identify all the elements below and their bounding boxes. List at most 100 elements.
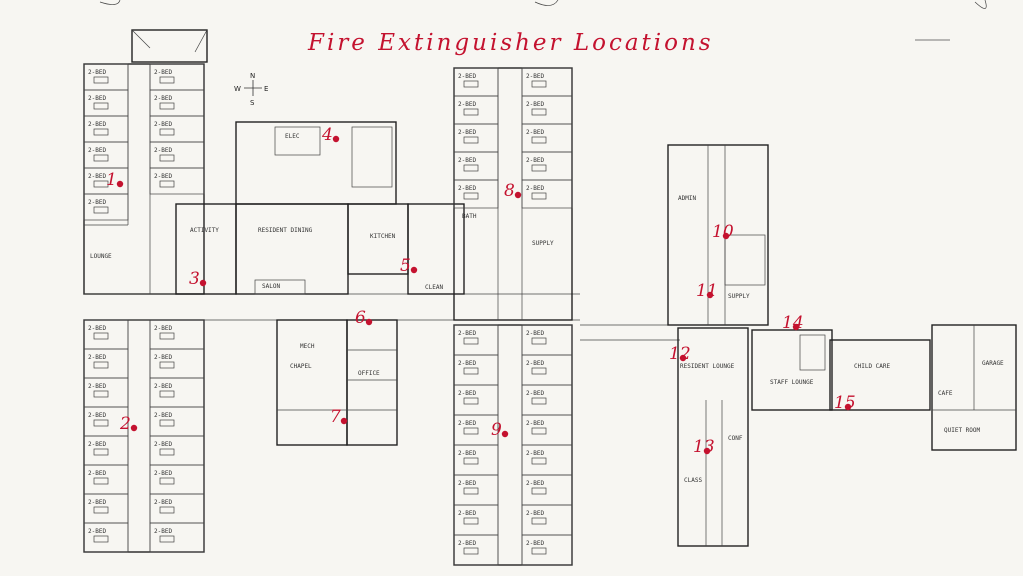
room-bath-box: [159, 332, 175, 340]
room-bath-box: [463, 547, 479, 555]
room-bath-box: [463, 487, 479, 495]
room-label-kitchen: KITCHEN: [370, 233, 396, 240]
room-bath-box: [93, 154, 109, 162]
dorm-room-label: 2-BED: [526, 540, 544, 547]
room-bath-box: [531, 397, 547, 405]
dorm-room-label: 2-BED: [88, 69, 106, 76]
dorm-room-label: 2-BED: [526, 510, 544, 517]
dorm-room: [83, 193, 129, 221]
extinguisher-number: 2: [119, 414, 131, 434]
dorm-room-label: 2-BED: [526, 360, 544, 367]
dorm-room-label: 2-BED: [458, 185, 476, 192]
room-bath-box: [159, 361, 175, 369]
room-bath-box: [93, 506, 109, 514]
room-bath-box: [93, 477, 109, 485]
dorm-room-label: 2-BED: [526, 450, 544, 457]
dorm-room: [149, 141, 205, 169]
room-bath-box: [531, 136, 547, 144]
room-label-activity: ACTIVITY: [190, 227, 219, 234]
room-bath-box: [463, 337, 479, 345]
room-bath-box: [531, 457, 547, 465]
dorm-room-label: 2-BED: [88, 95, 106, 102]
extinguisher-number: 6: [355, 308, 366, 328]
dorm-room-label: 2-BED: [458, 129, 476, 136]
dorm-room-label: 2-BED: [458, 480, 476, 487]
dorm-room-label: 2-BED: [458, 390, 476, 397]
extinguisher-dot: [116, 180, 124, 188]
dorm-room-label: 2-BED: [458, 157, 476, 164]
room-bath-box: [93, 102, 109, 110]
extinguisher-dot: [332, 135, 340, 143]
extinguisher-number: 12: [669, 344, 691, 364]
room-bath-box: [93, 76, 109, 84]
extinguisher-number: 5: [400, 256, 411, 276]
extinguisher-dot: [703, 447, 711, 455]
extinguisher-number: 15: [834, 393, 856, 413]
extinguisher-number: 7: [330, 407, 341, 427]
dorm-room-label: 2-BED: [154, 383, 172, 390]
dorm-room-label: 2-BED: [88, 325, 106, 332]
paper-edge-mark: [534, 0, 559, 6]
dorm-room-label: 2-BED: [154, 528, 172, 535]
room-label-supply-mid: SUPPLY: [532, 240, 554, 247]
dorm-room: [453, 534, 499, 566]
extinguisher-dot: [501, 430, 509, 438]
room-label-resident-lounge: RESIDENT LOUNGE: [680, 363, 735, 370]
extinguisher-dot: [722, 232, 730, 240]
room-bath-box: [463, 192, 479, 200]
extinguisher-number: 1: [106, 170, 117, 190]
left-wing-rooms: 2-BED 2-BED 2-BED 2-BED 2-BED 2-BED 2-BED 2-BED…: [83, 63, 205, 553]
room-bath-box: [159, 419, 175, 427]
room-bath-box: [463, 367, 479, 375]
dorm-room-label: 2-BED: [154, 470, 172, 477]
dorm-room-label: 2-BED: [526, 480, 544, 487]
dorm-room-label: 2-BED: [154, 69, 172, 76]
room-label-supply: SUPPLY: [728, 293, 750, 300]
room-label-resident-dining: RESIDENT DINING: [258, 227, 313, 234]
compass-e: E: [264, 85, 268, 93]
dorm-room-label: 2-BED: [88, 383, 106, 390]
room-bath-box: [531, 192, 547, 200]
paper-edge-mark: [974, 0, 987, 9]
room-bath-box: [159, 180, 175, 188]
room-bath-box: [463, 427, 479, 435]
room-bath-box: [463, 136, 479, 144]
room-bath-box: [531, 487, 547, 495]
room-label-quiet-room: QUIET ROOM: [944, 427, 981, 434]
dorm-room-label: 2-BED: [88, 499, 106, 506]
dorm-room-label: 2-BED: [154, 95, 172, 102]
dorm-room-label: 2-BED: [154, 325, 172, 332]
compass: N S E W: [234, 72, 268, 107]
room-bath-box: [93, 419, 109, 427]
dorm-room-label: 2-BED: [88, 470, 106, 477]
dorm-room-label: 2-BED: [154, 121, 172, 128]
room-label-lounge: LOUNGE: [90, 253, 112, 260]
dorm-room-label: 2-BED: [526, 157, 544, 164]
compass-n: N: [250, 72, 255, 80]
room-bath-box: [159, 128, 175, 136]
dorm-room-label: 2-BED: [88, 354, 106, 361]
dorm-room-label: 2-BED: [88, 441, 106, 448]
dorm-room: [521, 179, 573, 209]
room-bath-box: [531, 108, 547, 116]
dorm-room-label: 2-BED: [526, 420, 544, 427]
dorm-room: [149, 89, 205, 117]
extinguisher-number: 10: [712, 222, 734, 242]
room-bath-box: [463, 164, 479, 172]
page-title: Fire Extinguisher Locations: [308, 30, 714, 56]
dorm-room-label: 2-BED: [154, 441, 172, 448]
extinguisher-number: 11: [696, 281, 718, 301]
room-bath-box: [159, 390, 175, 398]
room-bath-box: [159, 448, 175, 456]
extinguisher-number: 3: [189, 269, 200, 289]
dorm-room-label: 2-BED: [458, 450, 476, 457]
room-label-cafe: CAFE: [938, 390, 953, 397]
room-label-clean: CLEAN: [425, 284, 443, 291]
room-bath-box: [93, 180, 109, 188]
room-label-garage: GARAGE: [982, 360, 1004, 367]
dorm-room-label: 2-BED: [526, 73, 544, 80]
room-bath-box: [93, 206, 109, 214]
room-bath-box: [463, 108, 479, 116]
room-bath-box: [531, 427, 547, 435]
